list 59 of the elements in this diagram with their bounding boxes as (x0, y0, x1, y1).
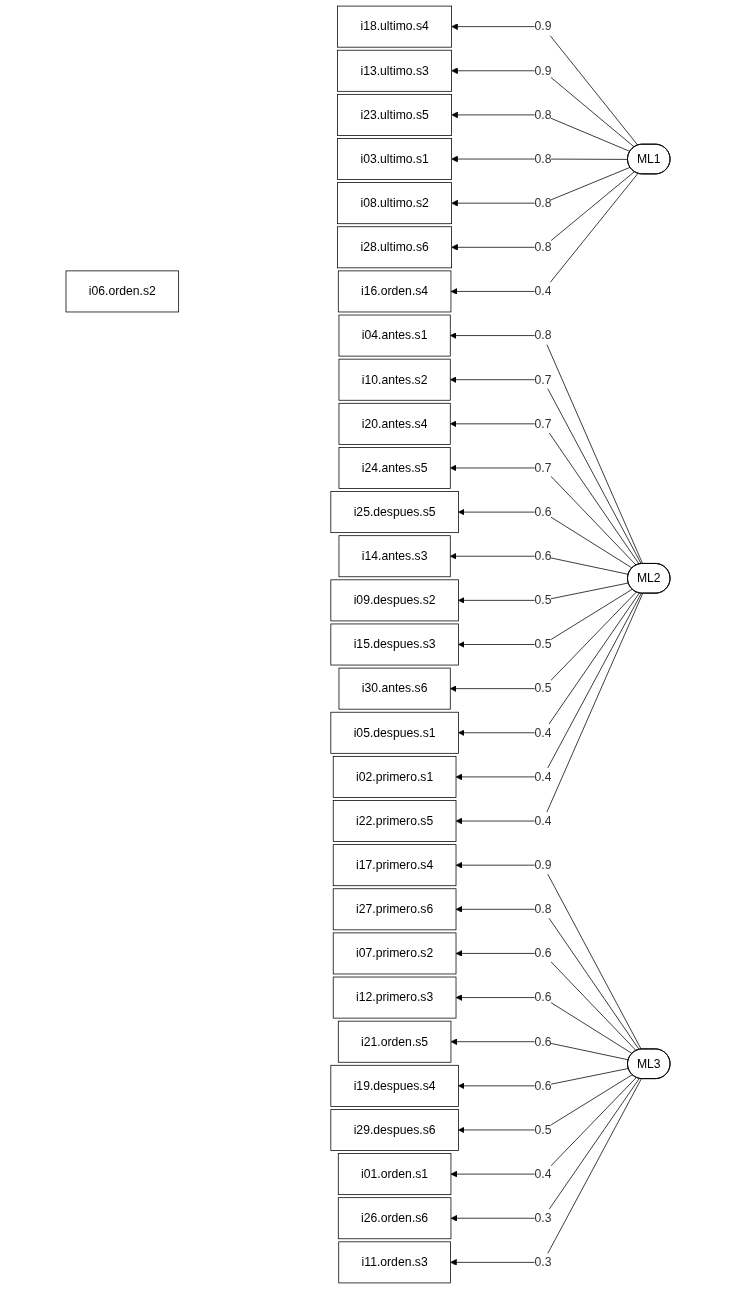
edge-label: 0.8 (534, 152, 552, 166)
edge-label: 0.6 (534, 990, 552, 1004)
edge-label: 0.4 (534, 284, 552, 298)
node-box: i20.antes.s4 (338, 402, 451, 445)
edge-label: 0.9 (534, 63, 552, 77)
edge-label: 0.5 (534, 1123, 552, 1137)
edge-label: 0.5 (534, 637, 552, 651)
edge-label: 0.6 (534, 946, 552, 960)
node-box: i01.orden.s1 (337, 1153, 452, 1196)
edge-label: 0.6 (534, 549, 552, 563)
edge-label: 0.9 (534, 858, 552, 872)
node-box: i08.ultimo.s2 (337, 182, 452, 225)
node-box: i26.orden.s6 (337, 1197, 452, 1240)
node-box: i03.ultimo.s1 (337, 138, 452, 180)
node-box: i19.despues.s4 (330, 1064, 459, 1107)
edge-label: 0.6 (534, 505, 552, 519)
node-box: i21.orden.s5 (337, 1020, 452, 1063)
node-box: i10.antes.s2 (338, 358, 451, 401)
node-box: i23.ultimo.s5 (337, 93, 452, 136)
node-box: i07.primero.s2 (332, 932, 457, 975)
node-box: i22.primero.s5 (332, 800, 457, 842)
node-box: i24.antes.s5 (338, 447, 451, 489)
node-box: i04.antes.s1 (338, 314, 451, 357)
edge-label: 0.6 (534, 1034, 552, 1048)
edge-label: 0.8 (534, 108, 552, 121)
edge-label: 0.4 (534, 1167, 552, 1181)
node-box: i13.ultimo.s3 (337, 49, 452, 92)
node-box: i28.ultimo.s6 (337, 226, 452, 269)
edge-label: 0.7 (534, 461, 552, 475)
node-box: i27.primero.s6 (332, 888, 457, 931)
node-box: i14.antes.s3 (338, 535, 451, 578)
node-box: i11.orden.s3 (338, 1241, 451, 1284)
edge-label: 0.3 (534, 1255, 552, 1269)
edge-label: 0.9 (534, 19, 552, 33)
edge-label: 0.8 (534, 902, 552, 916)
edge-label: 0.6 (534, 1078, 552, 1092)
node-box: i05.despues.s1 (330, 711, 459, 754)
edge-label: 0.4 (534, 770, 552, 783)
edge-label: 0.8 (534, 328, 552, 342)
node-box: i09.despues.s2 (330, 579, 459, 622)
node-box: i16.orden.s4 (337, 270, 452, 313)
node-box: i02.primero.s1 (332, 756, 457, 798)
node-box: i18.ultimo.s4 (337, 5, 452, 48)
edge-label: 0.3 (534, 1211, 552, 1225)
node-box: i30.antes.s6 (338, 667, 451, 710)
edge-label: 0.7 (534, 416, 552, 430)
edge-label: 0.4 (534, 814, 552, 828)
node-box: i29.despues.s6 (330, 1109, 459, 1151)
edge-label: 0.4 (534, 725, 552, 739)
node-box: i25.despues.s5 (330, 491, 459, 533)
edge-label: 0.7 (534, 372, 552, 386)
node-box: i15.despues.s3 (330, 623, 459, 666)
edge-label: 0.8 (534, 196, 552, 210)
node-box: i06.orden.s2 (65, 270, 180, 313)
edge-label: 0.8 (534, 240, 552, 254)
edge-label: 0.5 (534, 593, 552, 607)
node-box: i12.primero.s3 (332, 976, 457, 1019)
edge-label: 0.5 (534, 681, 552, 695)
node-box: i17.primero.s4 (332, 844, 457, 887)
